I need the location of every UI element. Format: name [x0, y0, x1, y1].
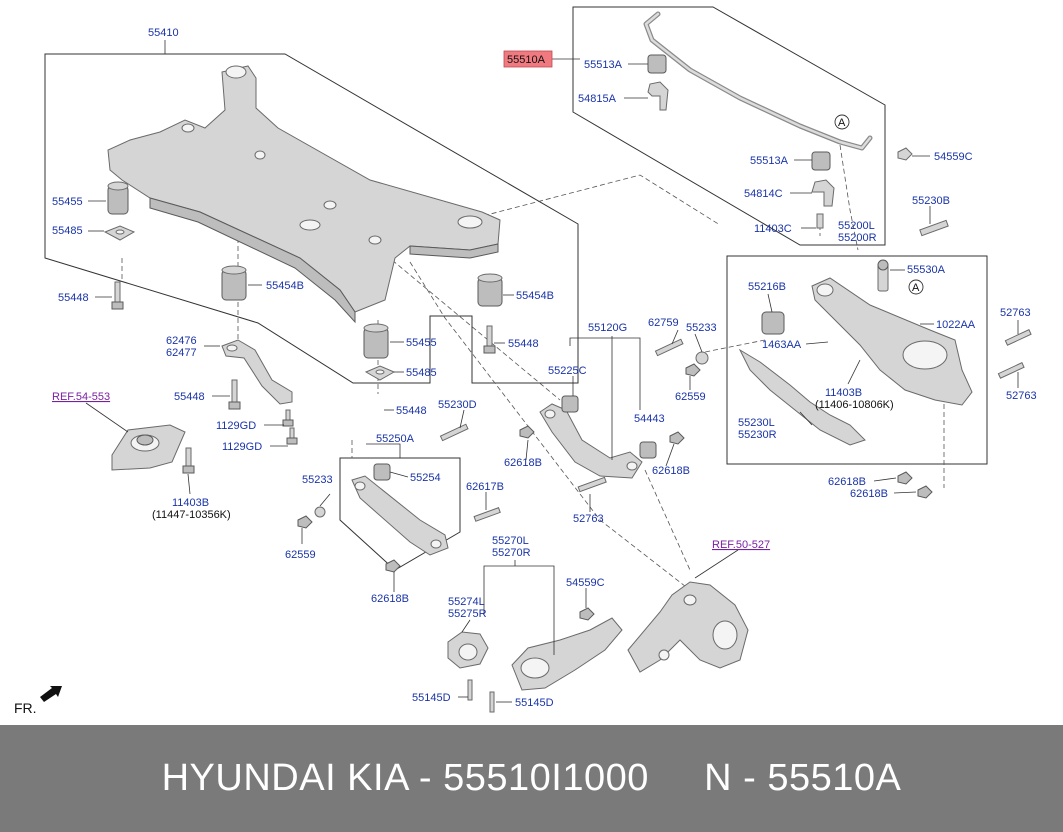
label-62618b-assist[interactable]: 62618B: [371, 593, 409, 605]
stabilizer-group-box: [572, 6, 886, 246]
label-55230d[interactable]: 55230D: [438, 399, 477, 411]
part-labels: 55410 55455 55485 55448 55454B 55454B 55…: [14, 27, 1037, 716]
control-arm-drawing: [519, 338, 709, 493]
lower-arm-drawing: [738, 219, 1032, 499]
assist-arm-drawing: [297, 423, 501, 573]
label-62618b-control-right[interactable]: 62618B: [652, 465, 690, 477]
label-55270r[interactable]: 55270R: [492, 547, 531, 559]
label-54559c-upper[interactable]: 54559C: [934, 151, 973, 163]
trailing-link-drawing: [221, 339, 298, 445]
label-55145d-right[interactable]: 55145D: [515, 697, 554, 709]
label-62559-lower[interactable]: 62559: [285, 549, 316, 561]
label-55145d-left[interactable]: 55145D: [412, 692, 451, 704]
label-55225c[interactable]: 55225C: [548, 365, 587, 377]
spring-arm-drawing: [447, 607, 623, 713]
label-11403b-arm-range: (11406-10806K): [815, 399, 894, 411]
label-55230r[interactable]: 55230R: [738, 429, 777, 441]
label-55454b-left[interactable]: 55454B: [266, 280, 304, 292]
crossmember-group-box: [44, 53, 579, 384]
label-62476[interactable]: 62476: [166, 335, 197, 347]
label-11403b-mount-range: (11447-10356K): [152, 509, 231, 521]
label-1022aa[interactable]: 1022AA: [936, 319, 976, 331]
label-55530a[interactable]: 55530A: [907, 264, 946, 276]
label-62618b-control-left[interactable]: 62618B: [504, 457, 542, 469]
lower-arm-group-box: [726, 255, 988, 465]
footer-bar: HYUNDAI KIA - 55510I1000 N - 55510A: [0, 725, 1063, 832]
label-55448-left[interactable]: 55448: [58, 292, 89, 304]
label-55455-left[interactable]: 55455: [52, 196, 83, 208]
reference-50-527[interactable]: REF.50-527: [712, 539, 770, 551]
label-55216b[interactable]: 55216B: [748, 281, 786, 293]
label-55233-lower[interactable]: 55233: [302, 474, 333, 486]
crossmember-hardware: [103, 181, 503, 381]
stabilizer-bar-drawing: [643, 11, 913, 229]
label-55270l[interactable]: 55270L: [492, 535, 529, 547]
front-arrow-icon: [40, 686, 62, 702]
label-62477[interactable]: 62477: [166, 347, 197, 359]
label-55448-link[interactable]: 55448: [174, 391, 205, 403]
label-55120g[interactable]: 55120G: [588, 322, 627, 334]
label-52763-control[interactable]: 52763: [573, 513, 604, 525]
label-1129gd-lower[interactable]: 1129GD: [222, 441, 262, 453]
label-55455-right[interactable]: 55455: [406, 337, 437, 349]
highlighted-part-box: [503, 50, 553, 68]
label-62759[interactable]: 62759: [648, 317, 679, 329]
crossmember-drawing: [107, 65, 501, 324]
label-52763-lower[interactable]: 52763: [1006, 390, 1037, 402]
label-55485-left[interactable]: 55485: [52, 225, 83, 237]
label-55485-right[interactable]: 55485: [406, 367, 437, 379]
label-62618b-arm-upper[interactable]: 62618B: [828, 476, 866, 488]
label-62559-upper[interactable]: 62559: [675, 391, 706, 403]
label-62617b[interactable]: 62617B: [466, 481, 504, 493]
label-55230l[interactable]: 55230L: [738, 417, 775, 429]
label-55200r[interactable]: 55200R: [838, 232, 877, 244]
label-54443[interactable]: 54443: [634, 413, 665, 425]
label-55448-right[interactable]: 55448: [508, 338, 539, 350]
label-11403b-arm[interactable]: 11403B: [825, 387, 862, 399]
rear-mount-drawing: [111, 424, 195, 474]
label-11403c[interactable]: 11403C: [754, 223, 792, 235]
label-55448-center[interactable]: 55448: [396, 405, 427, 417]
label-52763-upper[interactable]: 52763: [1000, 307, 1031, 319]
label-55233-upper[interactable]: 55233: [686, 322, 717, 334]
reference-54-553[interactable]: REF.54-553: [52, 391, 110, 403]
label-54559c-lower[interactable]: 54559C: [566, 577, 605, 589]
label-55510a-highlight[interactable]: 55510A: [507, 54, 546, 66]
parts-diagram: 55410 55455 55485 55448 55454B 55454B 55…: [14, 6, 1037, 716]
label-55250a[interactable]: 55250A: [376, 433, 415, 445]
label-55513a-lower[interactable]: 55513A: [750, 155, 789, 167]
label-55454b-right[interactable]: 55454B: [516, 290, 554, 302]
label-55513a-upper[interactable]: 55513A: [584, 59, 623, 71]
leader-lines: [85, 40, 1019, 703]
label-55274l[interactable]: 55274L: [448, 596, 485, 608]
knuckle-drawing: [627, 581, 749, 673]
label-55230b[interactable]: 55230B: [912, 195, 950, 207]
front-label: FR.: [14, 700, 37, 716]
callout-a-top: A: [838, 117, 846, 129]
part-number-caption: HYUNDAI KIA - 55510I1000 N - 55510A: [161, 757, 902, 799]
callout-a-bottom: A: [912, 282, 920, 294]
label-55410[interactable]: 55410: [148, 27, 179, 39]
label-62618b-arm-lower[interactable]: 62618B: [850, 488, 888, 500]
label-55254[interactable]: 55254: [410, 472, 441, 484]
label-1463aa[interactable]: 1463AA: [762, 339, 802, 351]
label-54815a[interactable]: 54815A: [578, 93, 617, 105]
callout-a-circle-top: [834, 114, 850, 130]
label-11403b-mount[interactable]: 11403B: [172, 497, 209, 509]
callout-a-circle-bottom: [908, 279, 924, 295]
label-1129gd-upper[interactable]: 1129GD: [216, 420, 256, 432]
label-55200l[interactable]: 55200L: [838, 220, 875, 232]
label-55275r[interactable]: 55275R: [448, 608, 487, 620]
label-54814c[interactable]: 54814C: [744, 188, 783, 200]
